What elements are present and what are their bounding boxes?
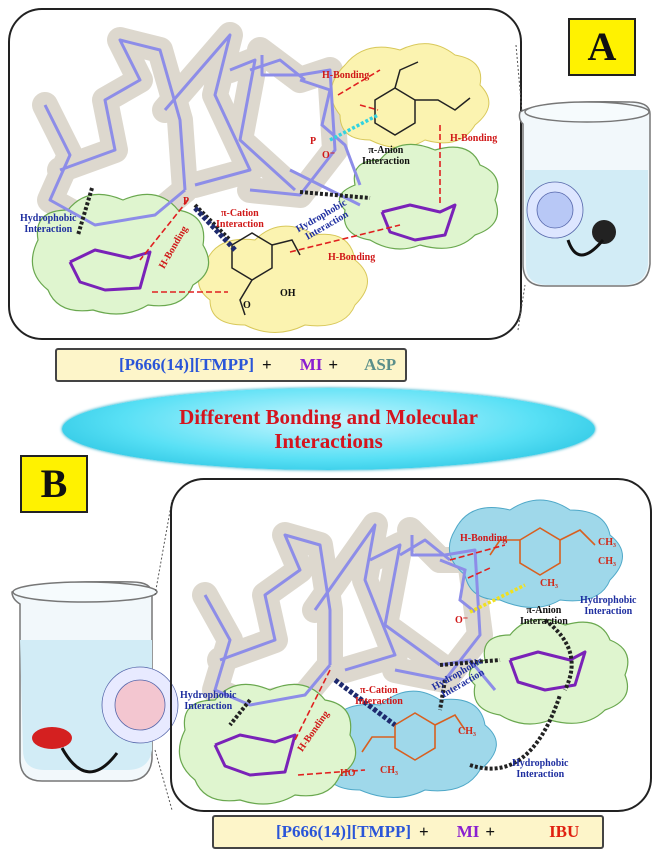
panel-b-ch3-1: CH₃ xyxy=(598,537,616,548)
beaker-b-micelle xyxy=(101,666,179,744)
panel-b-ibuprofen-rings xyxy=(361,527,596,761)
legend-b: [P666(14)][TMPP] + MI + IBU xyxy=(212,815,604,849)
legend-a-plus-1: + xyxy=(262,355,272,374)
panel-a-anion xyxy=(299,78,362,186)
panel-a-oh: OH xyxy=(280,288,296,299)
panel-b-hbond-label-1: H-Bonding xyxy=(460,533,508,544)
beaker-a-micelle xyxy=(526,181,584,239)
beaker-a-drug xyxy=(592,220,616,244)
legend-b-mi: MI xyxy=(456,822,480,841)
panel-a-pi-anion-label: π-Anion Interaction xyxy=(362,145,410,167)
panel-b-o-minus: O⁻ xyxy=(455,615,469,626)
title-ellipse xyxy=(62,388,595,470)
panel-a-pi-anion-link xyxy=(329,113,379,142)
beaker-a-arrow xyxy=(566,239,605,257)
panel-b-pi-cation-label: π-Cation Interaction xyxy=(355,685,403,707)
panel-b-anion xyxy=(439,558,476,614)
panel-b-hydrophobic-label-3: Hydrophobic Interaction xyxy=(580,595,637,617)
legend-b-ionic-liquid: [P666(14)][TMPP] xyxy=(276,822,412,841)
panel-b-hydrophobic-label-4: Hydrophobic Interaction xyxy=(512,758,569,780)
panel-a-hbond-label-3: H-Bonding xyxy=(328,252,376,263)
panel-b-pi-anion-link xyxy=(469,583,526,614)
panel-b-ch3-3: CH₃ xyxy=(540,578,558,589)
panel-b-pi-cation-link xyxy=(333,678,397,727)
panel-b-ho: HO xyxy=(340,768,356,779)
legend-a: [P666(14)][TMPP] + MI + ASP xyxy=(55,348,407,382)
panel-a-yellow-clouds xyxy=(198,43,490,333)
panel-a-hydrophobic-links xyxy=(76,187,371,242)
panel-a-o-minus: O⁻ xyxy=(322,150,336,161)
panel-a-aspirin-rings xyxy=(231,61,471,316)
panel-b-ch3-5: CH₃ xyxy=(380,765,398,776)
panel-a-green-clouds xyxy=(31,143,499,315)
panel-b-hydrophobic-label-1: Hydrophobic Interaction xyxy=(180,690,237,712)
panel-b-ch3-2: CH₃ xyxy=(598,556,616,567)
panel-a-o-atom: O xyxy=(243,300,251,311)
panel-a-letter: A xyxy=(568,18,636,76)
legend-b-drug: IBU xyxy=(549,822,580,841)
panel-b-mi-rings xyxy=(213,650,587,777)
panel-a-hbond-label-1: H-Bonding xyxy=(322,70,370,81)
panel-b-hydrophobic-links xyxy=(228,618,574,771)
title-line-2: Interactions xyxy=(274,429,383,453)
zoom-line-b-top xyxy=(154,499,173,596)
beaker-b-arrow xyxy=(60,747,119,774)
panel-a-hbond-label-2: H-Bonding xyxy=(450,133,498,144)
beaker-b-drug xyxy=(32,727,72,749)
legend-a-mi: MI xyxy=(299,355,323,374)
panel-a-p-plus: P xyxy=(183,196,190,207)
zoom-line-a-top xyxy=(515,44,523,113)
legend-b-plus-1: + xyxy=(419,822,429,841)
zoom-line-a-bottom xyxy=(517,284,526,331)
legend-a-ionic-liquid: [P666(14)][TMPP] xyxy=(119,355,255,374)
panel-b-hbond-links xyxy=(294,544,506,776)
panel-b-letter: B xyxy=(20,455,88,513)
title: Different Bonding and Molecular Interact… xyxy=(62,405,595,453)
title-line-1: Different Bonding and Molecular xyxy=(179,405,478,429)
panel-b-pi-anion-label: π-Anion Interaction xyxy=(520,605,568,627)
panel-a-cation-chains xyxy=(43,33,361,227)
legend-b-plus-2: + xyxy=(485,822,496,841)
legend-a-plus-2: + xyxy=(328,355,339,374)
legend-a-drug: ASP xyxy=(364,355,397,374)
panel-a-pi-cation-label: π-Cation Interaction xyxy=(216,208,264,230)
panel-a-mi-rings xyxy=(68,203,457,292)
panel-b xyxy=(170,478,652,812)
panel-a-pi-cation-link xyxy=(193,206,237,252)
panel-a-hydrophobic-label-1: Hydrophobic Interaction xyxy=(20,213,77,235)
panel-b-ch3-4: CH₃ xyxy=(458,726,476,737)
panel-a-p-atom: P xyxy=(310,136,317,147)
panel-a-hbond-links xyxy=(139,69,441,293)
